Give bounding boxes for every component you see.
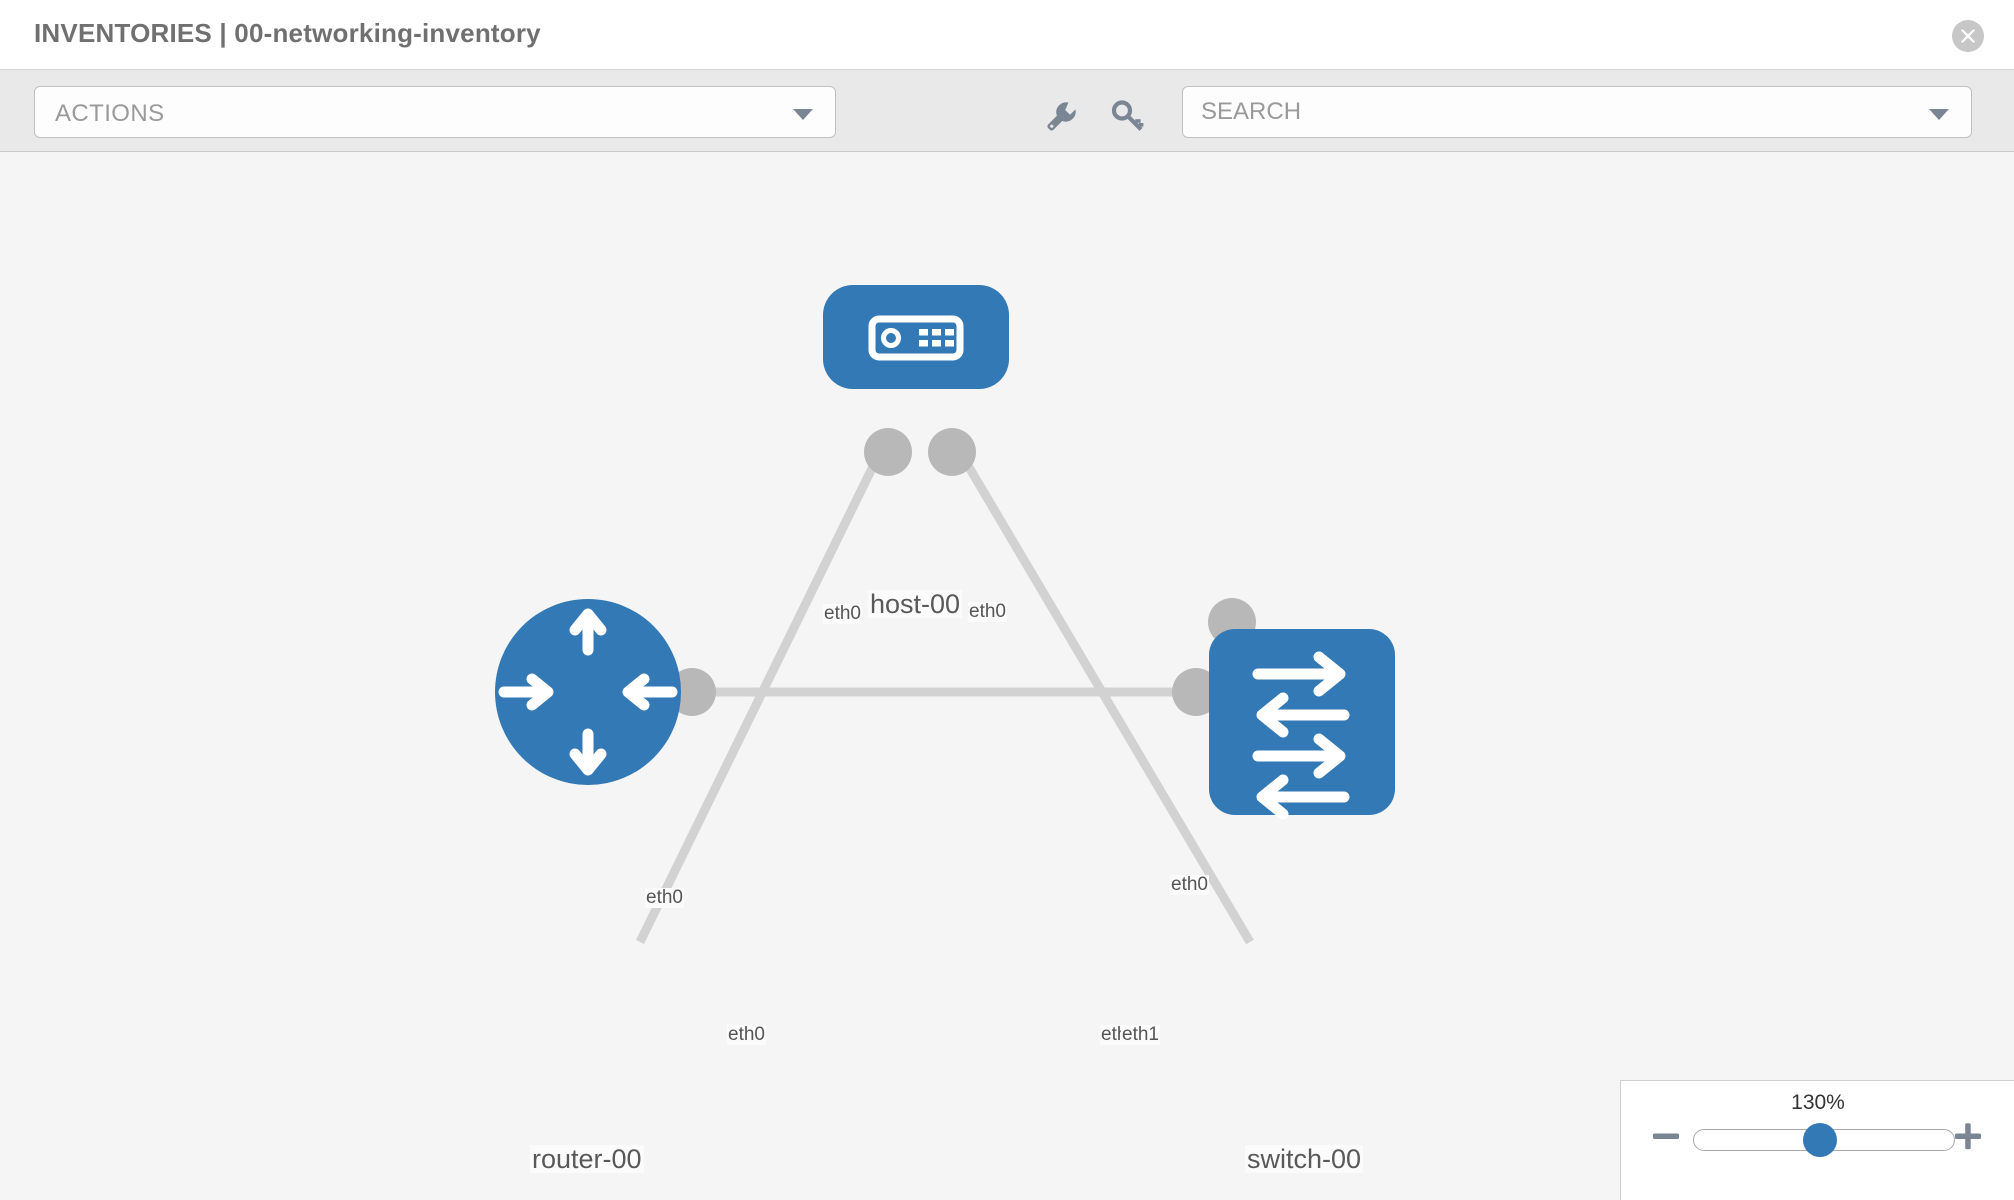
zoom-control: 130%: [1620, 1080, 2014, 1200]
iface-label: eth0: [645, 887, 684, 908]
plus-icon: [1955, 1123, 1981, 1150]
node-label-router: router-00: [530, 1144, 644, 1174]
close-glyph: [1961, 29, 1975, 43]
page-header: INVENTORIES | 00-networking-inventory: [0, 0, 2014, 70]
search-input[interactable]: [1201, 87, 1901, 137]
iface-label: eth0: [968, 601, 1007, 622]
server-icon: [868, 315, 964, 361]
wrench-icon[interactable]: [1040, 96, 1080, 136]
zoom-slider-thumb[interactable]: [1803, 1123, 1837, 1157]
search-chevron-down-icon[interactable]: [1929, 109, 1949, 120]
iface-label: eth0: [727, 1024, 766, 1045]
node-router-00[interactable]: [495, 599, 681, 785]
node-switch-00[interactable]: [1209, 629, 1395, 820]
zoom-out-button[interactable]: [1649, 1119, 1683, 1153]
minus-icon: [1653, 1133, 1679, 1139]
close-icon[interactable]: [1952, 20, 1984, 52]
key-icon[interactable]: [1108, 96, 1148, 136]
connector-host-right: [928, 428, 976, 476]
switch-icon: [1252, 651, 1350, 820]
topology-graph: [495, 285, 1395, 945]
actions-dropdown-label: ACTIONS: [55, 100, 165, 127]
connector-layer: [668, 428, 1256, 716]
link-host-switch: [956, 449, 1254, 945]
iface-label: eth0: [823, 603, 862, 624]
toolbar: ACTIONS: [0, 70, 2014, 152]
zoom-in-button[interactable]: [1951, 1119, 1985, 1153]
iface-label: eth0: [1170, 874, 1209, 895]
node-host-00[interactable]: [823, 285, 1009, 389]
page-title: INVENTORIES | 00-networking-inventory: [34, 18, 541, 48]
iface-label: eth1: [1121, 1024, 1160, 1045]
key-glyph: [1111, 100, 1144, 131]
connector-switch-left: [1172, 668, 1220, 716]
node-label-host: host-00: [868, 589, 963, 619]
connector-host-left: [864, 428, 912, 476]
actions-dropdown[interactable]: ACTIONS: [34, 86, 836, 138]
router-icon: [498, 608, 678, 776]
search-box[interactable]: [1182, 86, 1972, 138]
link-host-router: [635, 450, 885, 944]
topology-canvas[interactable]: eth0 eth0 eth0 eth0 eth0 eth0 eth1 host-…: [0, 152, 2014, 1200]
link-layer: [635, 449, 1254, 945]
chevron-down-icon: [793, 109, 813, 120]
node-label-switch: switch-00: [1245, 1144, 1364, 1174]
wrench-glyph: [1047, 102, 1076, 131]
zoom-percent-label: 130%: [1791, 1091, 1845, 1114]
